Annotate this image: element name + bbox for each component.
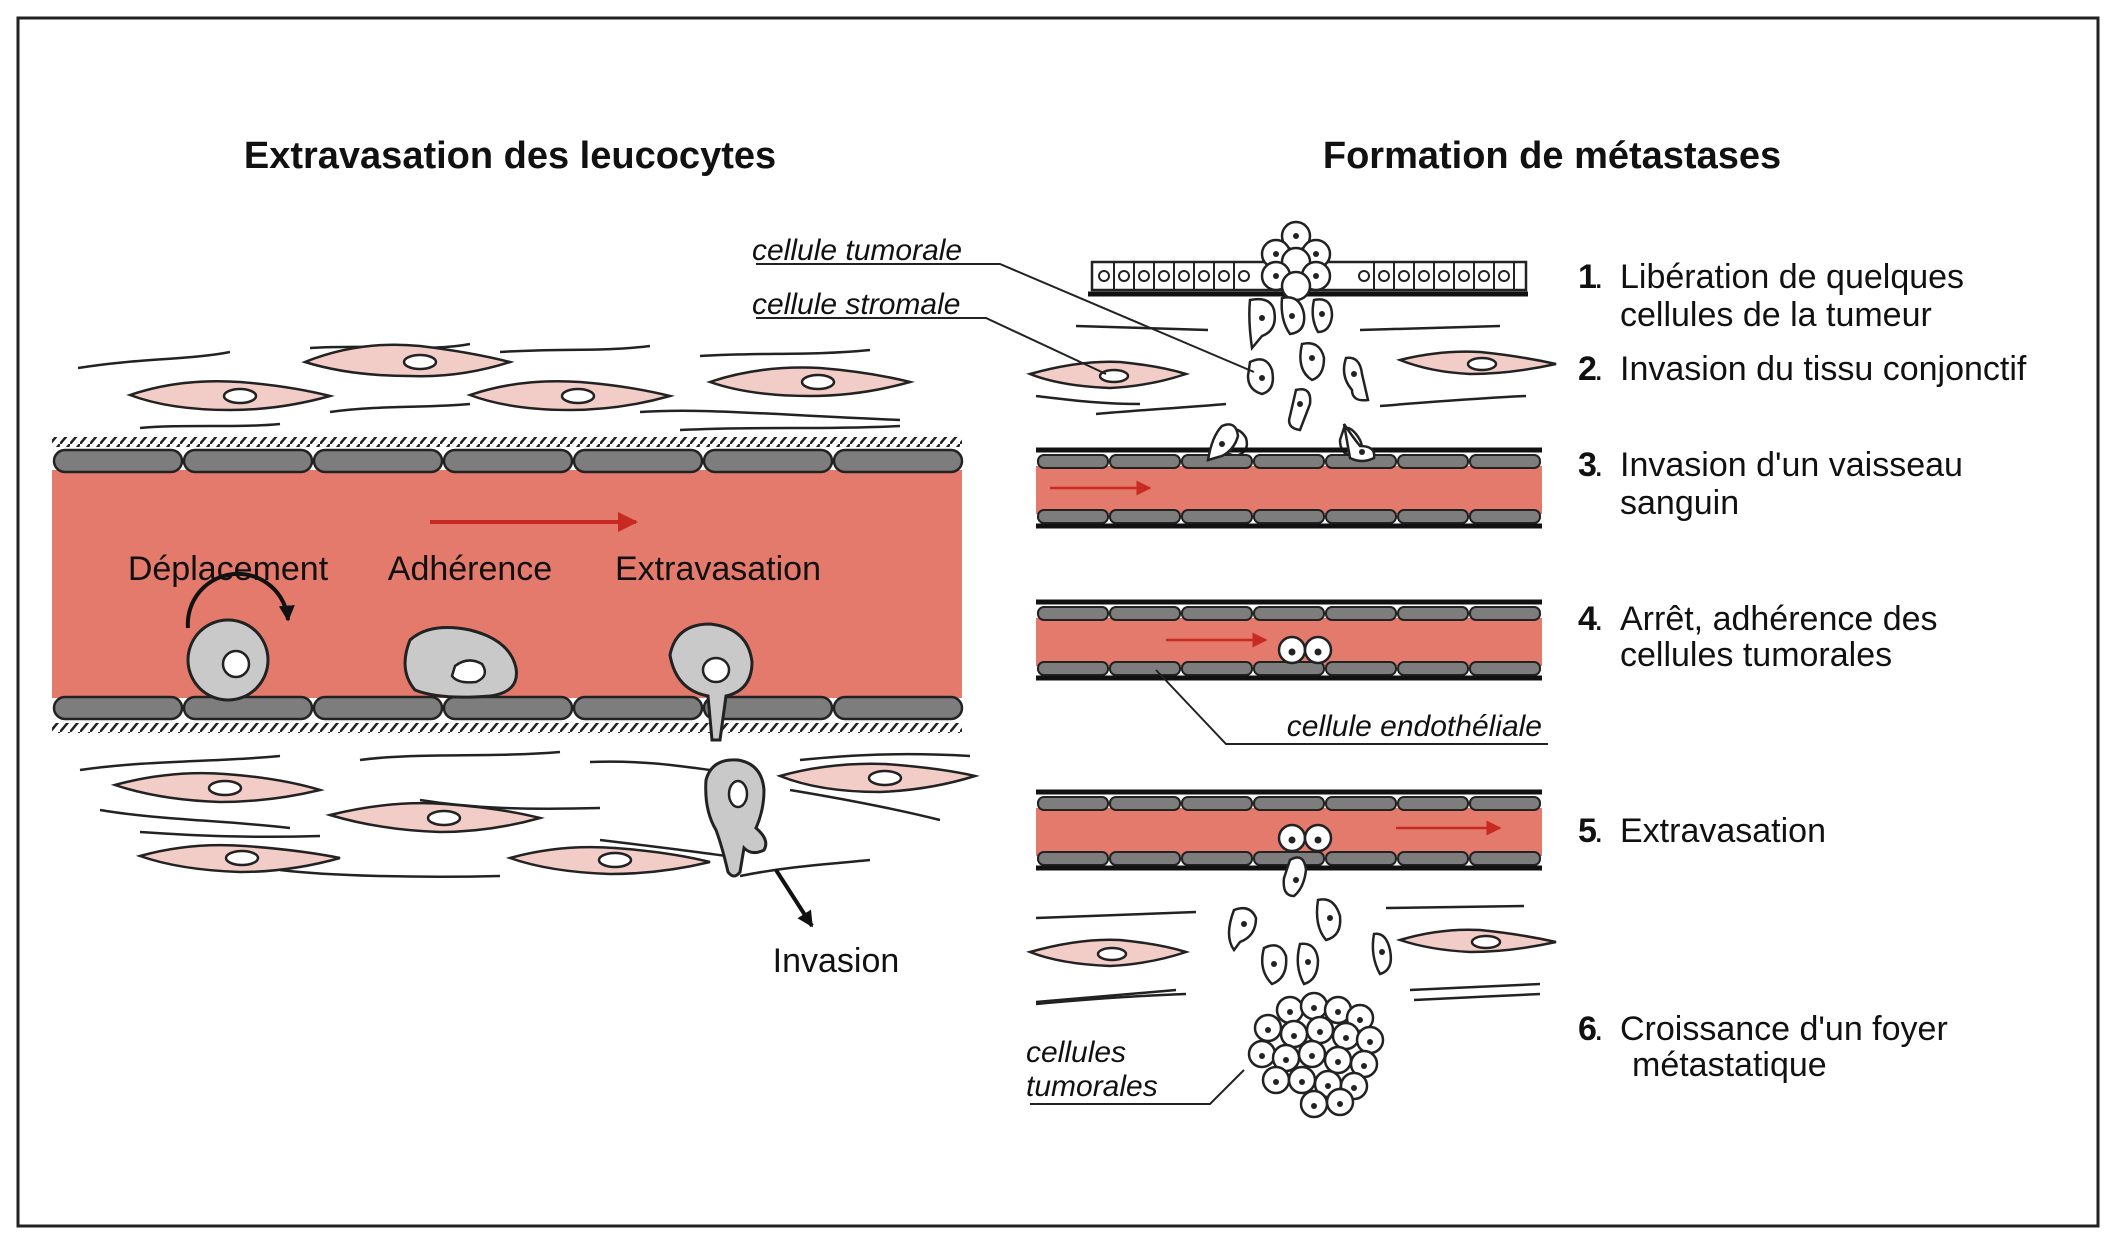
step-4-line-1: Arrêt, adhérence des <box>1620 600 1938 638</box>
step-3: 3 . Invasion d'un vaisseau sanguin <box>1578 446 1963 522</box>
right-upper-fibres <box>1035 324 1527 416</box>
right-stromal-cells-upper <box>1026 350 1557 390</box>
basement-membrane-top <box>52 437 962 447</box>
step-1-dot: . <box>1594 258 1603 296</box>
upper-connective-fibres <box>77 342 901 432</box>
vessel-step-4 <box>1036 599 1542 681</box>
step-1-line-1: Libération de quelques <box>1620 258 1964 296</box>
step-6-line-1: Croissance d'un foyer <box>1620 1010 1948 1048</box>
rolling-leucocyte <box>185 571 295 702</box>
step-2-line-1: Invasion du tissu conjonctif <box>1620 350 2027 388</box>
callout-cellules: cellules <box>1026 1036 1126 1069</box>
adhering-leucocyte <box>403 626 518 699</box>
endothelium-top <box>52 448 964 474</box>
step-4-number: 4 <box>1578 600 1597 638</box>
callout-line-stromal-cell <box>756 317 1107 375</box>
right-stromal-cells-lower <box>1026 928 1557 968</box>
label-invasion: Invasion <box>773 942 900 980</box>
step-4-dot: . <box>1594 600 1603 638</box>
callout-cellule-endotheliale: cellule endothéliale <box>1287 710 1542 743</box>
step-2: 2 . Invasion du tissu conjonctif <box>1578 350 2027 388</box>
step-5: 5 . Extravasation <box>1578 812 1826 850</box>
step-1: 1 . Libération de quelques cellules de l… <box>1578 258 1964 334</box>
callout-tumorales: tumorales <box>1026 1070 1158 1103</box>
callout-cellule-tumorale: cellule tumorale <box>752 234 962 267</box>
step-6-line-2: métastatique <box>1632 1046 1827 1084</box>
right-lower-fibres <box>1035 904 1541 1006</box>
step-5-line-1: Extravasation <box>1620 812 1826 850</box>
vessel-step-3 <box>1036 423 1542 529</box>
label-extravasation: Extravasation <box>615 550 821 588</box>
metastatic-focus-nuclei <box>1259 1005 1373 1109</box>
step-1-number: 1 <box>1578 258 1597 296</box>
step-2-dot: . <box>1594 350 1603 388</box>
right-title: Formation de métastases <box>1323 135 1781 177</box>
endothelium-bottom <box>52 695 964 721</box>
step-5-dot: . <box>1594 812 1603 850</box>
step-6: 6 . Croissance d'un foyer métastatique <box>1578 1010 1948 1084</box>
label-adherence: Adhérence <box>388 550 552 588</box>
stromal-cells-upper <box>126 343 915 412</box>
callout-cellule-stromale: cellule stromale <box>752 288 960 321</box>
step-3-line-1: Invasion d'un vaisseau <box>1620 446 1963 484</box>
step-3-number: 3 <box>1578 446 1597 484</box>
step-2-number: 2 <box>1578 350 1597 388</box>
step-list: 1 . Libération de quelques cellules de l… <box>1578 258 2027 1084</box>
stromal-cells-lower <box>110 762 980 876</box>
callout-line-tumour-cells <box>1030 1069 1245 1105</box>
callout-line-tumour-cell <box>756 263 1255 373</box>
invasion-arrow <box>774 868 814 928</box>
step-6-dot: . <box>1594 1010 1603 1048</box>
step-4: 4 . Arrêt, adhérence des cellules tumora… <box>1578 600 1938 674</box>
step-1-line-2: cellules de la tumeur <box>1620 296 1932 334</box>
label-deplacement: Déplacement <box>128 550 329 588</box>
step-3-line-2: sanguin <box>1620 484 1739 522</box>
callout-line-endothelial-cell <box>1155 669 1548 745</box>
lower-connective-fibres <box>79 750 971 878</box>
extravasating-leucocyte <box>668 622 754 742</box>
left-title: Extravasation des leucocytes <box>244 135 776 177</box>
vessel-step-5 <box>1036 789 1542 898</box>
invading-leucocyte <box>704 758 768 878</box>
step-3-dot: . <box>1594 446 1603 484</box>
step-4-line-2: cellules tumorales <box>1620 636 1892 674</box>
step-5-number: 5 <box>1578 812 1597 850</box>
basement-membrane-bottom <box>52 723 962 733</box>
step-6-number: 6 <box>1578 1010 1597 1048</box>
